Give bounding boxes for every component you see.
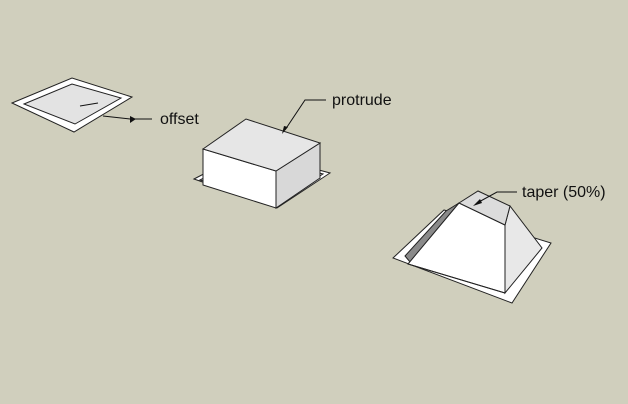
protrude-top-face: [201, 118, 322, 172]
taper-label: taper (50%): [522, 184, 606, 201]
taper-front-edge: [407, 263, 506, 294]
offset-shape[interactable]: [10, 77, 134, 133]
offset-inner-face: [22, 83, 123, 125]
taper-shape[interactable]: [392, 190, 552, 304]
offset-center-line: [79, 102, 99, 107]
offset-leader: [102, 115, 152, 123]
protrude-leader: [282, 99, 326, 134]
taper-top-face: [457, 190, 511, 226]
protrude-shape[interactable]: [192, 118, 332, 209]
protrude-label: protrude: [332, 92, 392, 109]
taper-leader: [473, 191, 517, 206]
offset-label: offset: [160, 111, 199, 128]
